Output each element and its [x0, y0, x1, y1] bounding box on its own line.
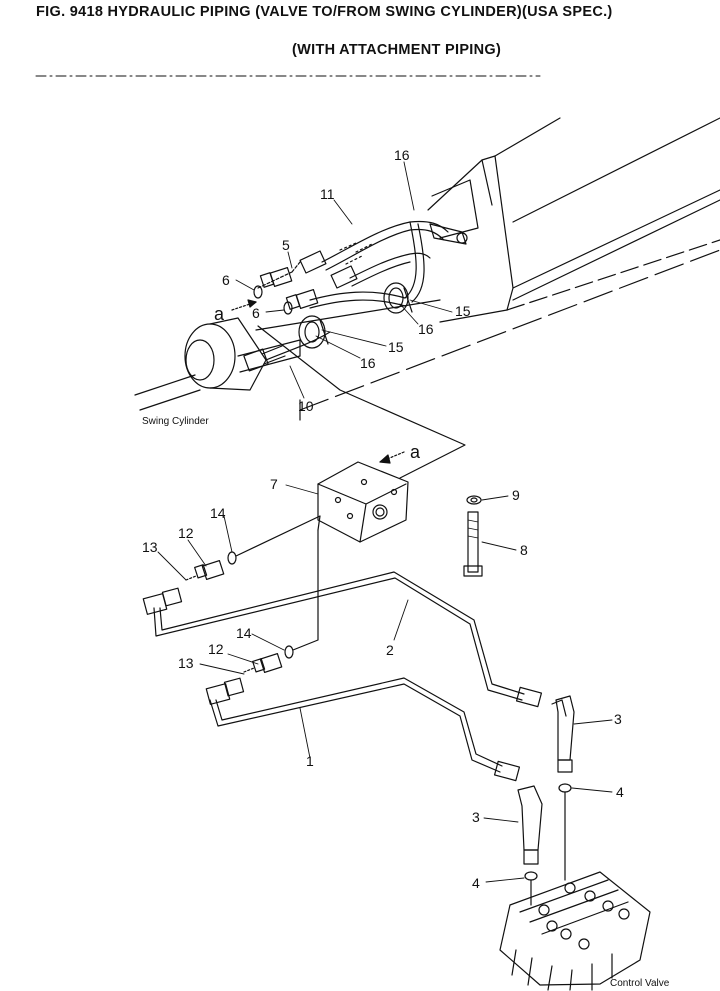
- valve-port-leaders: [530, 791, 566, 906]
- callout-16-top: 16: [394, 147, 410, 163]
- callout-labels: 16 11 5 6 6 15 16 15 16 10 7 9 8 14 12 1…: [142, 147, 670, 989]
- clamp-top: [429, 223, 468, 245]
- boom-frame: [255, 117, 720, 421]
- callout-8: 8: [520, 542, 528, 558]
- fitting-assembly-lower: [243, 529, 319, 674]
- control-valve-label: Control Valve: [610, 978, 670, 989]
- callout-3-right: 3: [614, 711, 622, 727]
- figure-subtitle: (WITH ATTACHMENT PIPING): [292, 42, 502, 58]
- fitting-5: [257, 261, 319, 310]
- callout-12-upper: 12: [178, 525, 194, 541]
- callout-5: 5: [282, 237, 290, 253]
- callout-leaders: [157, 161, 613, 883]
- hose-11: [299, 220, 449, 303]
- callout-16-mid: 16: [418, 321, 434, 337]
- o-ring-4-left: [524, 871, 538, 881]
- callout-1: 1: [306, 753, 314, 769]
- callout-14-lower: 14: [236, 625, 252, 641]
- callout-6-upper: 6: [222, 272, 230, 288]
- callout-9: 9: [512, 487, 520, 503]
- fitting-assembly-upper: [185, 515, 321, 581]
- callout-11: 11: [320, 186, 335, 202]
- callout-3-left: 3: [472, 809, 480, 825]
- callout-15-lower: 15: [388, 339, 404, 355]
- callout-12-lower: 12: [208, 641, 224, 657]
- figure-title: FIG. 9418 HYDRAULIC PIPING (VALVE TO/FRO…: [36, 4, 613, 20]
- callout-4-left: 4: [472, 875, 480, 891]
- callout-13-lower: 13: [178, 655, 194, 671]
- swing-cylinder: [134, 317, 301, 411]
- view-label-a-block: a: [410, 442, 421, 462]
- callout-2: 2: [386, 642, 394, 658]
- callout-10: 10: [298, 398, 314, 414]
- elbow-3-left: [517, 785, 543, 865]
- callout-7: 7: [270, 476, 278, 492]
- valve-block-7: [317, 451, 409, 543]
- callout-13-upper: 13: [142, 539, 158, 555]
- callout-6-lower: 6: [252, 305, 260, 321]
- pipe-1: [205, 677, 521, 782]
- callout-4-right: 4: [616, 784, 624, 800]
- elbow-3-right: [551, 695, 575, 773]
- view-label-a-top: a: [214, 304, 225, 324]
- washer-9: [466, 495, 482, 505]
- control-valve: [499, 871, 651, 991]
- bolt-8: [463, 511, 483, 577]
- callout-16-lower: 16: [360, 355, 376, 371]
- clamp-upper: [383, 282, 413, 314]
- o-rings-6: [253, 285, 293, 315]
- view-arrow-a-top: [231, 299, 257, 311]
- hose-upper-loop: [309, 252, 431, 309]
- reference-leader: [257, 325, 466, 479]
- callout-14-upper: 14: [210, 505, 226, 521]
- clamp-lower: [298, 315, 329, 349]
- swing-cylinder-label: Swing Cylinder: [142, 416, 209, 427]
- pipe-2: [142, 571, 543, 708]
- callout-15-upper: 15: [455, 303, 471, 319]
- o-ring-4-right: [558, 783, 572, 793]
